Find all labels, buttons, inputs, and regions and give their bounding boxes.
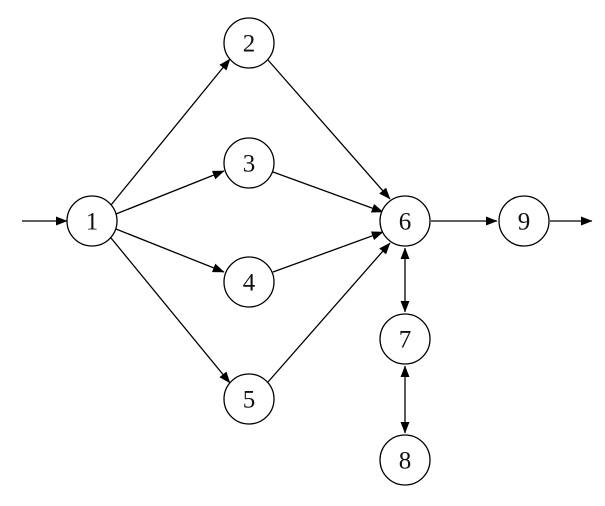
node-label-9: 9 bbox=[518, 209, 531, 236]
node-2[interactable]: 2 bbox=[223, 17, 275, 69]
node-4[interactable]: 4 bbox=[223, 256, 275, 308]
node-circle-4[interactable] bbox=[223, 256, 275, 308]
node-5[interactable]: 5 bbox=[223, 373, 275, 425]
node-label-1: 1 bbox=[86, 209, 99, 236]
edge-3-to-6 bbox=[272, 171, 384, 213]
node-label-6: 6 bbox=[399, 209, 412, 236]
node-6[interactable]: 6 bbox=[379, 195, 431, 247]
node-circle-8[interactable] bbox=[379, 434, 431, 486]
edges-layer bbox=[22, 58, 593, 434]
node-circle-2[interactable] bbox=[223, 17, 275, 69]
node-circle-6[interactable] bbox=[379, 195, 431, 247]
node-label-2: 2 bbox=[243, 31, 256, 58]
edge-4-to-6 bbox=[272, 231, 384, 273]
node-circle-3[interactable] bbox=[223, 137, 275, 189]
node-label-7: 7 bbox=[399, 327, 412, 354]
node-1[interactable]: 1 bbox=[66, 195, 118, 247]
node-3[interactable]: 3 bbox=[223, 137, 275, 189]
node-label-5: 5 bbox=[243, 387, 256, 414]
edge-5-to-6 bbox=[267, 242, 391, 383]
node-7[interactable]: 7 bbox=[379, 313, 431, 365]
node-label-8: 8 bbox=[399, 448, 412, 475]
edge-1-to-4 bbox=[115, 228, 225, 273]
node-9[interactable]: 9 bbox=[498, 195, 550, 247]
node-circle-9[interactable] bbox=[498, 195, 550, 247]
edge-1-to-3 bbox=[115, 170, 225, 215]
edge-1-to-5 bbox=[110, 237, 231, 384]
edge-1-to-2 bbox=[110, 58, 231, 206]
node-circle-1[interactable] bbox=[66, 195, 118, 247]
node-circle-5[interactable] bbox=[223, 373, 275, 425]
node-8[interactable]: 8 bbox=[379, 434, 431, 486]
node-circle-7[interactable] bbox=[379, 313, 431, 365]
node-label-3: 3 bbox=[243, 151, 256, 178]
node-label-4: 4 bbox=[243, 270, 256, 297]
nodes-layer: 1 2 3 4 5 6 7 8 9 bbox=[66, 17, 550, 486]
edge-2-to-6 bbox=[267, 59, 391, 200]
